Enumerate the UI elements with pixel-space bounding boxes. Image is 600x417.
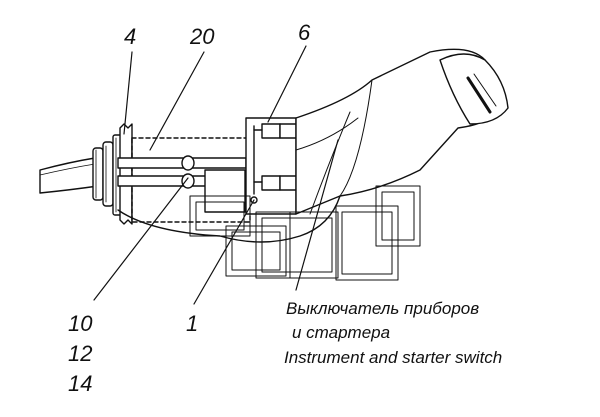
callout-6: 6 — [298, 20, 311, 45]
caption-line-1: Выключатель приборов — [286, 299, 480, 318]
caption-line-2: и стартера — [292, 323, 391, 342]
cable-inner — [39, 163, 96, 176]
callout-14: 14 — [68, 371, 93, 396]
caption-line-3: Instrument and starter switch — [284, 348, 503, 367]
dashboard-outline — [189, 185, 421, 281]
lever-housing — [295, 48, 509, 215]
callout-1: 1 — [186, 311, 199, 336]
cable — [39, 157, 99, 194]
callout-12: 12 — [68, 341, 93, 366]
outline — [117, 195, 341, 243]
callout-4: 4 — [124, 24, 137, 49]
terminal-block — [245, 117, 297, 215]
leader-lines — [93, 45, 339, 305]
callout-10: 10 — [68, 311, 93, 336]
nut-assembly — [92, 123, 133, 225]
callout-20: 20 — [190, 24, 215, 49]
switch-body — [117, 137, 251, 223]
